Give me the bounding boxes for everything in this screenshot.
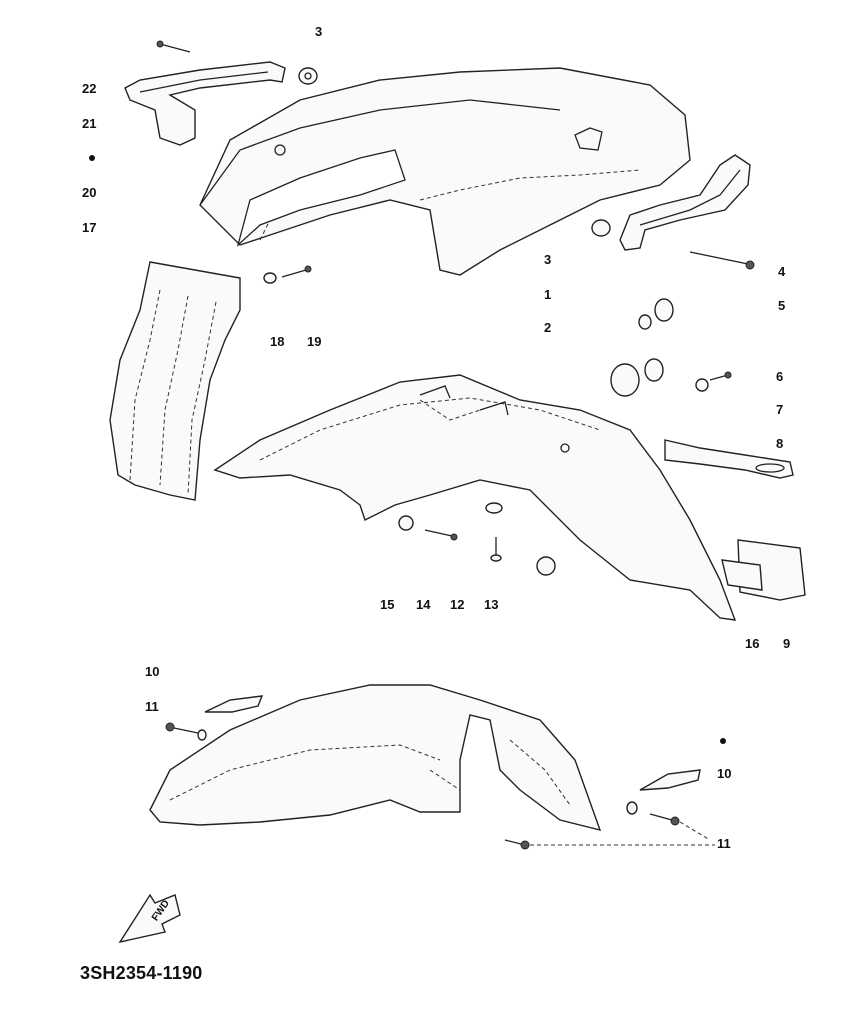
- callout-18: 18: [270, 334, 285, 349]
- marker-dot-right: [720, 738, 726, 744]
- callout-22: 22: [82, 81, 97, 96]
- callout-16: 16: [745, 636, 760, 651]
- callout-1: 1: [544, 287, 552, 302]
- screws-front: [165, 722, 715, 850]
- fasteners-lower: [398, 502, 556, 576]
- fwd-arrow-icon: [118, 893, 181, 944]
- callout-9: 9: [783, 636, 791, 651]
- callout-11-left: 11: [145, 699, 159, 714]
- grab-bar-right: [591, 154, 751, 251]
- damper-rubbers: [610, 298, 732, 397]
- emblem-right: [639, 769, 701, 791]
- callout-6: 6: [776, 369, 784, 384]
- callout-19: 19: [307, 334, 322, 349]
- callout-3-mid: 3: [544, 252, 552, 267]
- rear-fender: [213, 374, 737, 621]
- bolt-4: [689, 251, 755, 270]
- callout-15: 15: [380, 597, 395, 612]
- nut-top: [298, 67, 318, 85]
- emblem-left: [204, 695, 264, 713]
- grab-bar-left: [124, 61, 286, 146]
- callout-21: 21: [82, 116, 97, 131]
- callout-20: 20: [82, 185, 97, 200]
- rear-seat-cowl: [199, 67, 691, 276]
- part-code: 3SH2354-1190: [80, 963, 203, 983]
- callout-7: 7: [776, 402, 784, 417]
- callout-14: 14: [416, 597, 431, 612]
- license-bracket: [664, 439, 794, 479]
- front-fender: [149, 684, 602, 831]
- callout-10-left: 10: [145, 664, 160, 679]
- bolt-top-left: [156, 40, 191, 53]
- callout-8: 8: [776, 436, 784, 451]
- reflector-bracket: [721, 539, 806, 601]
- callout-17: 17: [82, 220, 97, 235]
- callout-4: 4: [778, 264, 786, 279]
- callout-12: 12: [450, 597, 465, 612]
- callout-5: 5: [778, 298, 786, 313]
- callout-10-right: 10: [717, 766, 732, 781]
- callout-2: 2: [544, 320, 552, 335]
- mud-flap: [109, 261, 312, 501]
- marker-dot-left: [89, 155, 95, 161]
- callout-11-right: 11: [717, 836, 731, 851]
- callout-13: 13: [484, 597, 499, 612]
- callout-3-top: 3: [315, 24, 323, 39]
